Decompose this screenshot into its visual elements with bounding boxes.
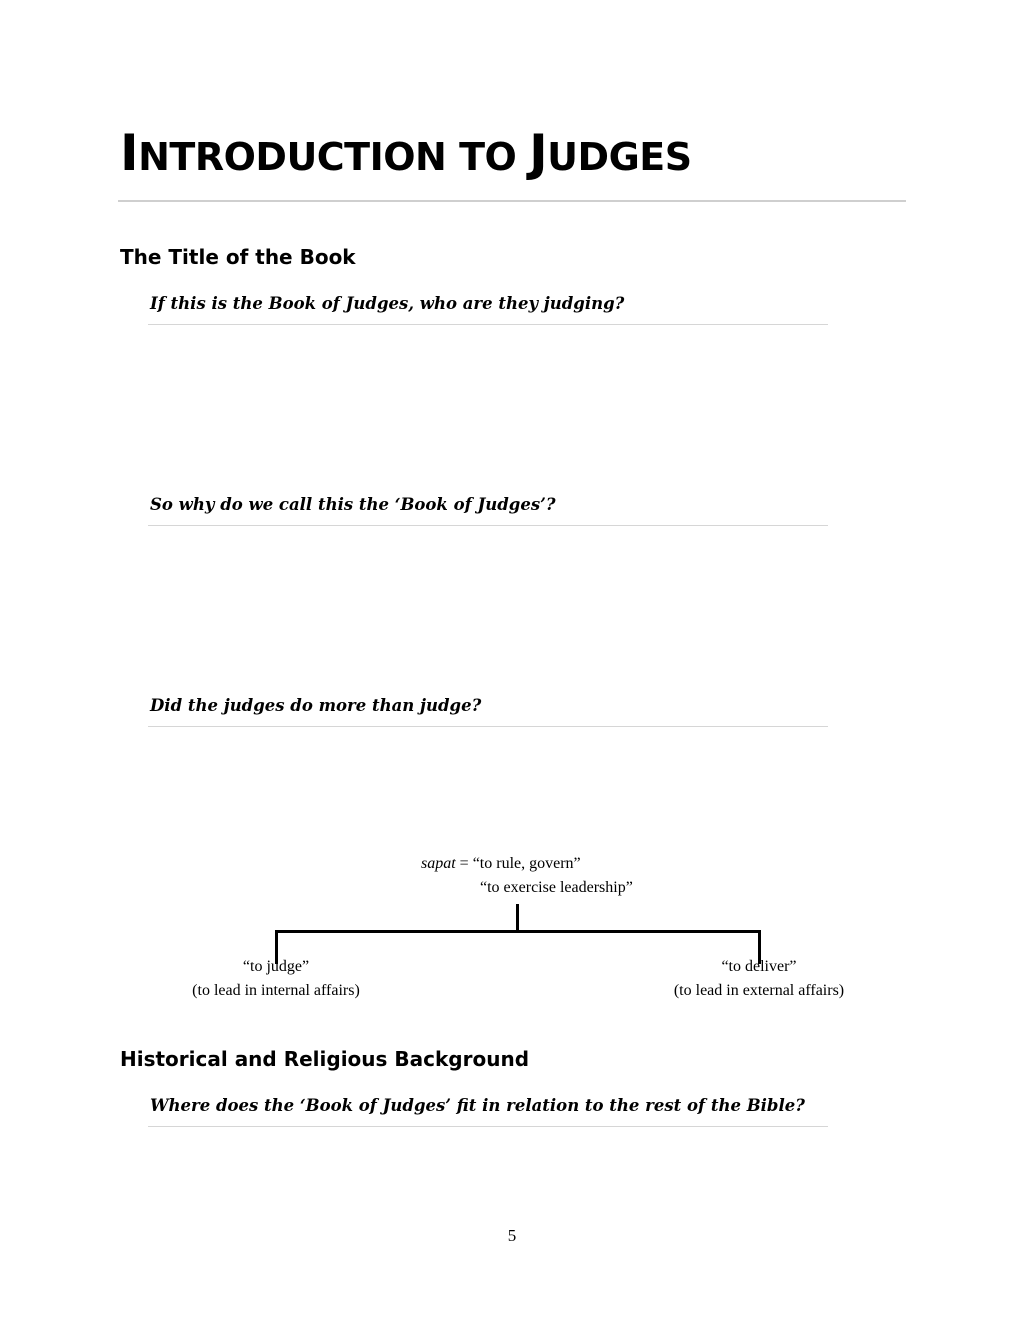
tree-branch-left: [275, 930, 278, 964]
branch-external-affairs-note: (to lead in external affairs): [673, 982, 845, 999]
section-heading-historical-background: Historical and Religious Background: [120, 1047, 530, 1071]
tree-branch-horizontal: [275, 930, 761, 933]
tree-stem: [516, 904, 519, 932]
branch-to-deliver: “to deliver”: [721, 958, 797, 975]
question-divider: [148, 1126, 828, 1127]
page-title: INTRODUCTION TO JUDGES: [120, 124, 692, 182]
question-divider: [148, 525, 828, 526]
question-why-book-of-judges: So why do we call this the ‘Book of Judg…: [150, 495, 556, 514]
meaning-exercise-leadership: “to exercise leadership”: [480, 879, 633, 896]
sapat-term: sapat: [421, 855, 456, 872]
title-divider: [118, 200, 906, 202]
question-divider: [148, 324, 828, 325]
sapat-definition: sapat = “to rule, govern”: [421, 855, 581, 872]
branch-internal-affairs-note: (to lead in internal affairs): [192, 982, 360, 999]
page-number: 5: [507, 1226, 517, 1245]
branch-to-judge: “to judge”: [242, 958, 310, 975]
question-more-than-judge: Did the judges do more than judge?: [150, 696, 482, 715]
question-divider: [148, 726, 828, 727]
section-heading-title-of-book: The Title of the Book: [120, 245, 356, 269]
question-who-judging: If this is the Book of Judges, who are t…: [150, 294, 625, 313]
tree-branch-right: [758, 930, 761, 964]
question-fit-in-bible: Where does the ‘Book of Judges’ fit in r…: [150, 1096, 805, 1115]
meaning-rule-govern: “to rule, govern”: [472, 855, 581, 872]
